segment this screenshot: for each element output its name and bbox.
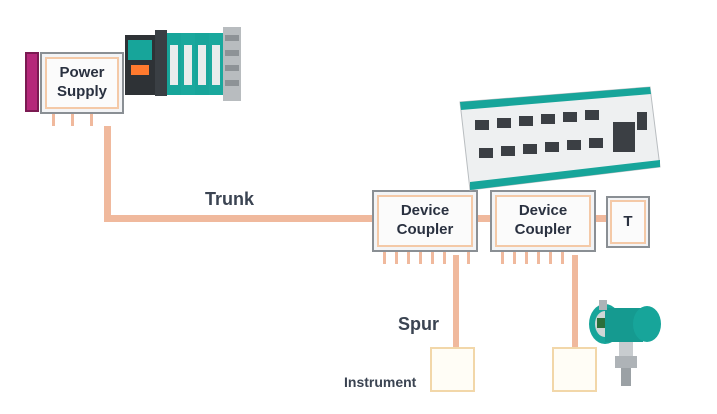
coupler-1-pin xyxy=(443,252,446,264)
coupler-2-pin xyxy=(549,252,552,264)
trunk-wire-horizontal xyxy=(104,215,376,222)
coupler-1-pin xyxy=(419,252,422,264)
coupler-1-pin xyxy=(431,252,434,264)
instrument-box-1 xyxy=(430,347,475,392)
device-coupler-1: Device Coupler xyxy=(372,190,478,252)
coupler-1-pin xyxy=(395,252,398,264)
trunk-label: Trunk xyxy=(205,189,255,209)
device-coupler-2-label-line1: Device xyxy=(518,202,568,220)
coupler-1-pin xyxy=(467,252,470,264)
coupler-2-pin xyxy=(561,252,564,264)
device-coupler-2-label-line2: Coupler xyxy=(514,221,572,238)
spur-wire-2 xyxy=(572,255,578,350)
power-supply-pin xyxy=(90,114,93,126)
trunk-wire-vertical xyxy=(104,126,111,222)
coupler-2-pin xyxy=(537,252,540,264)
coupler-1-pin xyxy=(407,252,410,264)
power-supply-pin xyxy=(71,114,74,126)
instrument-label: Instrument xyxy=(344,374,417,390)
power-supply-label-line1: Power xyxy=(59,64,105,82)
coupler-2-pin xyxy=(525,252,528,264)
device-coupler-1-label-line2: Coupler xyxy=(396,221,454,238)
coupler-2-pin xyxy=(501,252,504,264)
power-supply-label-line2: Supply xyxy=(56,83,107,100)
instrument-box-2 xyxy=(552,347,597,392)
power-indicator-bar xyxy=(25,52,39,112)
terminator-label: T xyxy=(623,212,633,230)
power-supply-box: Power Supply xyxy=(40,52,124,114)
terminator-box: T xyxy=(606,196,650,248)
device-coupler-1-label-line1: Device xyxy=(400,202,450,220)
device-coupler-2: Device Coupler xyxy=(490,190,596,252)
coupler-2-pin xyxy=(513,252,516,264)
trunk-wire-terminator-link xyxy=(596,215,606,222)
transmitter-instrument-image xyxy=(589,300,661,386)
segment-protector-hardware-image xyxy=(459,86,661,191)
power-supply-pin xyxy=(52,114,55,126)
power-supply-hardware-image xyxy=(125,27,241,101)
trunk-wire-link xyxy=(478,215,490,222)
coupler-1-pin xyxy=(383,252,386,264)
spur-label: Spur xyxy=(398,314,440,334)
spur-wire-1 xyxy=(453,255,459,350)
